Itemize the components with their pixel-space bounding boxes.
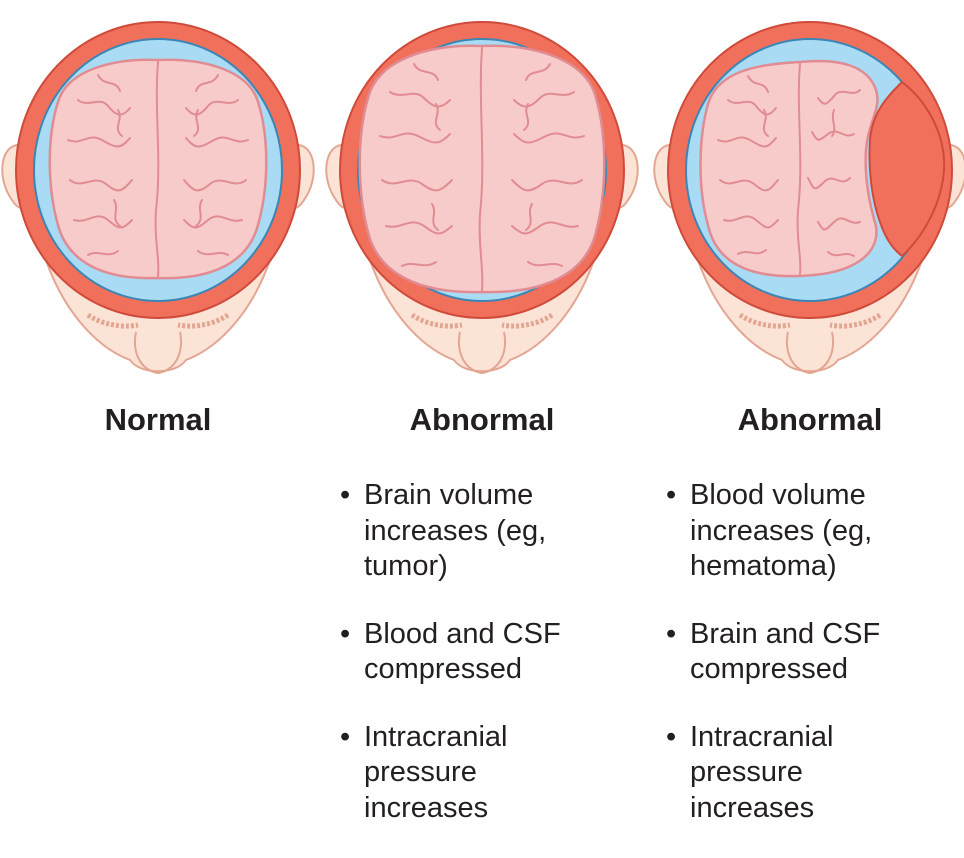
panel-title-hematoma: Abnormal [737, 402, 883, 437]
left-eyebrow [738, 312, 791, 329]
right-eyebrow [177, 312, 230, 329]
brain-folds [717, 63, 861, 275]
brain-folds [379, 47, 585, 291]
nose [786, 331, 834, 375]
brain-folds [67, 61, 249, 277]
left-eyebrow [86, 312, 139, 329]
list-item: Brain and CSF compressed [666, 617, 930, 688]
list-item: Intracranial pressure increases [666, 720, 870, 827]
tumor-effects-list: Brain volume increases (eg, tumor) Blood… [340, 478, 630, 858]
panel-title-normal: Normal [104, 402, 212, 437]
head-hematoma [653, 21, 964, 375]
nose [458, 331, 506, 375]
list-item: Intracranial pressure increases [340, 720, 544, 827]
head-normal [1, 21, 315, 375]
list-item: Brain volume increases (eg, tumor) [340, 478, 564, 585]
hematoma-effects-list: Blood volume increases (eg, hematoma) Br… [666, 478, 962, 858]
list-item: Blood and CSF compressed [340, 617, 604, 688]
panel-title-tumor: Abnormal [409, 402, 555, 437]
list-item: Blood volume increases (eg, hematoma) [666, 478, 952, 585]
head-diagrams [1, 21, 964, 375]
right-eyebrow [829, 312, 882, 329]
right-eyebrow [501, 312, 554, 329]
left-eyebrow [410, 312, 463, 329]
hematoma [868, 80, 946, 258]
nose [134, 331, 182, 375]
head-tumor [325, 21, 639, 375]
